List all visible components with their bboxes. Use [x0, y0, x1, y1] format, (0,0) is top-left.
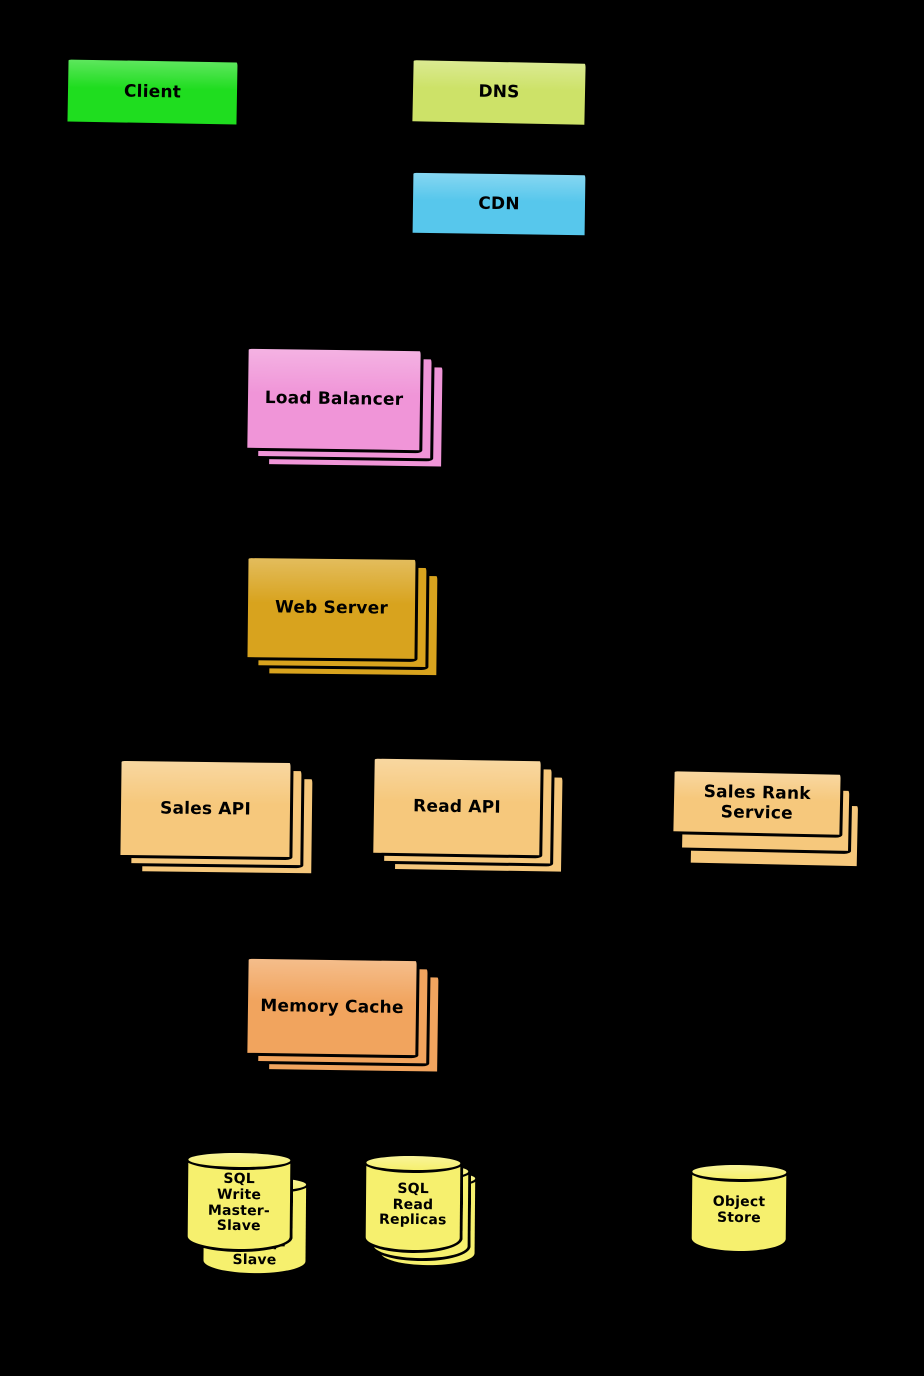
sales-api-node: Sales API — [117, 757, 316, 877]
object-store-cylinder: Object Store — [688, 1161, 790, 1255]
web-server-box: Web Server — [244, 555, 419, 662]
sql-write-master-slave-cylinder: SQL Write Master- Slave — [184, 1149, 294, 1253]
sql-write-master-slave-node: SQL Write Master- Slave SQL Write Master… — [184, 1149, 310, 1277]
load-balancer-node: Load Balancer — [244, 345, 446, 470]
sales-api-label: Sales API — [159, 798, 252, 820]
dns-label: DNS — [478, 82, 520, 103]
cdn-node: CDN — [409, 169, 589, 239]
sales-api-box: Sales API — [117, 757, 294, 861]
web-server-node: Web Server — [244, 555, 441, 679]
object-store-label: Object Store — [712, 1193, 766, 1226]
sales-rank-service-node: Sales Rank Service — [670, 768, 862, 870]
memory-cache-node: Memory Cache — [244, 955, 442, 1075]
memory-cache-label: Memory Cache — [260, 995, 404, 1018]
web-server-label: Web Server — [274, 597, 389, 620]
sales-rank-service-label: Sales Rank Service — [703, 781, 811, 824]
client-node: Client — [64, 56, 241, 128]
dns-box: DNS — [409, 57, 589, 128]
cdn-box: CDN — [409, 169, 589, 239]
sql-write-master-slave-label: SQL Write Master- Slave — [207, 1171, 270, 1235]
memory-cache-box: Memory Cache — [244, 955, 420, 1059]
load-balancer-box: Load Balancer — [244, 345, 424, 454]
sql-read-replicas-cylinder: SQL Read Replicas — [362, 1152, 464, 1254]
client-box: Client — [64, 56, 241, 128]
client-label: Client — [123, 81, 182, 103]
read-api-node: Read API — [370, 755, 566, 875]
sales-rank-service-box: Sales Rank Service — [670, 768, 844, 838]
cdn-label: CDN — [478, 193, 520, 215]
load-balancer-label: Load Balancer — [264, 388, 404, 411]
sql-read-replicas-node: SQL Read Replicas — [362, 1152, 479, 1269]
dns-node: DNS — [409, 57, 589, 128]
sql-read-replicas-label: SQL Read Replicas — [378, 1180, 447, 1229]
read-api-label: Read API — [412, 796, 502, 818]
object-store-node: Object Store — [688, 1161, 790, 1255]
read-api-box: Read API — [370, 755, 544, 859]
